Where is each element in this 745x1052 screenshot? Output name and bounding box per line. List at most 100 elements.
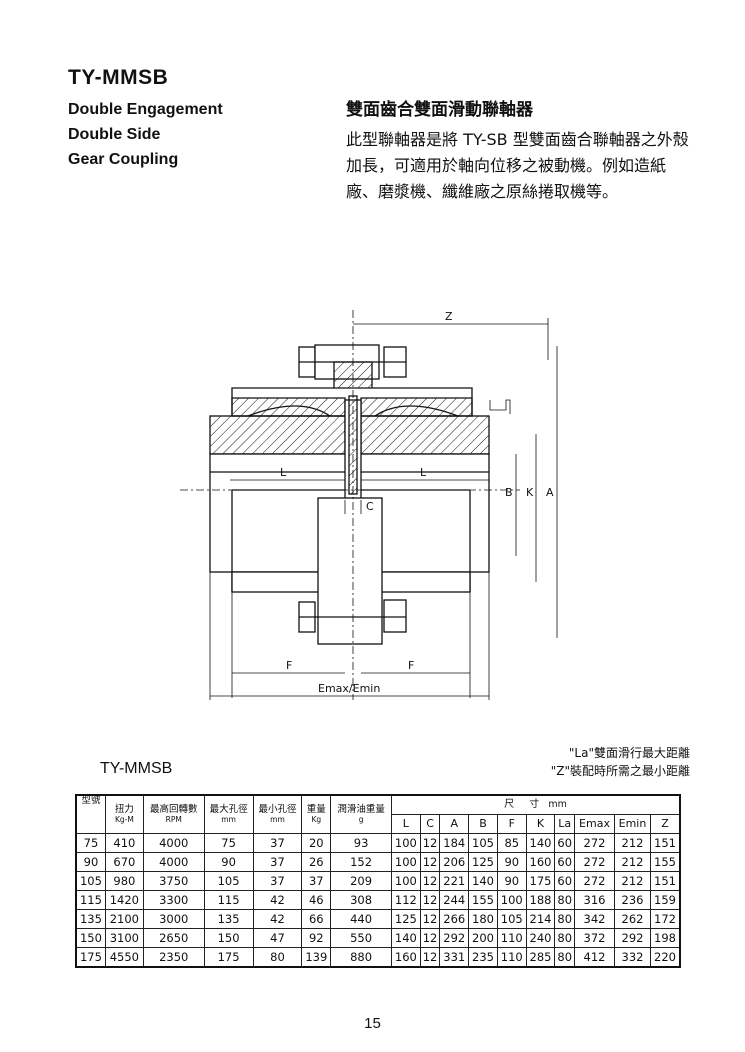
dim-label-a: A (546, 486, 554, 499)
dim-label-f-right: F (408, 659, 414, 672)
table-cell: 670 (104, 852, 144, 872)
table-cell: 42 (252, 909, 303, 929)
table-cell: 3300 (142, 890, 205, 910)
header-dim-la: La (554, 814, 575, 834)
header-model: 型號 (75, 794, 106, 834)
table-cell: 316 (574, 890, 615, 910)
table-cell: 140 (468, 871, 498, 891)
table-cell: 100 (390, 871, 421, 891)
table-cell: 152 (330, 852, 392, 872)
table-cell: 135 (75, 909, 106, 929)
table-cell: 244 (439, 890, 470, 910)
coupling-drawing: Z L L C B K A F F Emax/Emin (180, 310, 558, 700)
table-cell: 100 (390, 852, 421, 872)
header-dim-c: C (419, 814, 441, 834)
table-cell: 209 (330, 871, 392, 891)
table-cell: 980 (104, 871, 144, 891)
table-cell: 159 (649, 890, 681, 910)
table-cell: 155 (468, 890, 498, 910)
table-cell: 12 (419, 833, 441, 853)
table-cell: 37 (301, 871, 332, 891)
header-dim-b: B (468, 814, 498, 834)
table-cell: 125 (390, 909, 421, 929)
chinese-title: 雙面齒合雙面滑動聯軸器 (346, 100, 533, 120)
table-cell: 80 (554, 947, 575, 968)
table-cell: 12 (419, 928, 441, 948)
table-cell: 140 (390, 928, 421, 948)
table-cell: 188 (525, 890, 556, 910)
table-cell: 112 (390, 890, 421, 910)
table-cell: 342 (574, 909, 615, 929)
table-cell: 212 (614, 871, 651, 891)
table-cell: 75 (75, 833, 106, 853)
table-cell: 200 (468, 928, 498, 948)
table-cell: 4550 (104, 947, 144, 968)
table-cell: 60 (554, 871, 575, 891)
header-dim-f: F (496, 814, 527, 834)
table-cell: 410 (104, 833, 144, 853)
table-cell: 3000 (142, 909, 205, 929)
table-cell: 47 (252, 928, 303, 948)
table-cell: 285 (525, 947, 556, 968)
dim-label-l-right: L (420, 466, 427, 479)
chinese-description: 此型聯軸器是將 TY-SB 型雙面齒合聯軸器之外殼加長，可適用於軸向位移之被動機… (346, 130, 689, 201)
table-cell: 105 (468, 833, 498, 853)
table-cell: 115 (203, 890, 254, 910)
table-title: TY-MMSB (100, 760, 173, 777)
table-cell: 240 (525, 928, 556, 948)
table-cell: 105 (203, 871, 254, 891)
table-cell: 440 (330, 909, 392, 929)
dim-label-f-left: F (286, 659, 292, 672)
table-cell: 151 (649, 871, 681, 891)
header-dim-k: K (525, 814, 556, 834)
table-cell: 212 (614, 852, 651, 872)
note-la: "La"雙面滑行最大距離 (568, 746, 690, 760)
table-cell: 236 (614, 890, 651, 910)
table-cell: 266 (439, 909, 470, 929)
dim-label-z: Z (445, 310, 453, 323)
table-cell: 42 (252, 890, 303, 910)
table-cell: 93 (330, 833, 392, 853)
table-cell: 150 (75, 928, 106, 948)
table-cell: 175 (75, 947, 106, 968)
table-cell: 80 (554, 909, 575, 929)
table-cell: 175 (525, 871, 556, 891)
model-title: TY-MMSB (68, 66, 169, 89)
table-cell: 212 (614, 833, 651, 853)
table-cell: 2650 (142, 928, 205, 948)
table-cell: 292 (439, 928, 470, 948)
table-cell: 180 (468, 909, 498, 929)
table-cell: 60 (554, 833, 575, 853)
table-cell: 160 (525, 852, 556, 872)
header-dim-emax: Emax (574, 814, 615, 834)
table-cell: 880 (330, 947, 392, 968)
table-cell: 110 (496, 928, 527, 948)
table-cell: 26 (301, 852, 332, 872)
table-cell: 140 (525, 833, 556, 853)
table-cell: 66 (301, 909, 332, 929)
table-cell: 331 (439, 947, 470, 968)
table-cell: 110 (496, 947, 527, 968)
table-cell: 235 (468, 947, 498, 968)
table-cell: 85 (496, 833, 527, 853)
table-cell: 175 (203, 947, 254, 968)
page-number: 15 (364, 1015, 381, 1032)
note-z: "Z"裝配時所需之最小距離 (550, 764, 690, 778)
table-cell: 184 (439, 833, 470, 853)
dim-label-c: C (366, 500, 374, 513)
dim-label-emax-emin: Emax/Emin (318, 682, 380, 695)
table-cell: 150 (203, 928, 254, 948)
table-cell: 3100 (104, 928, 144, 948)
table-cell: 198 (649, 928, 681, 948)
table-cell: 308 (330, 890, 392, 910)
